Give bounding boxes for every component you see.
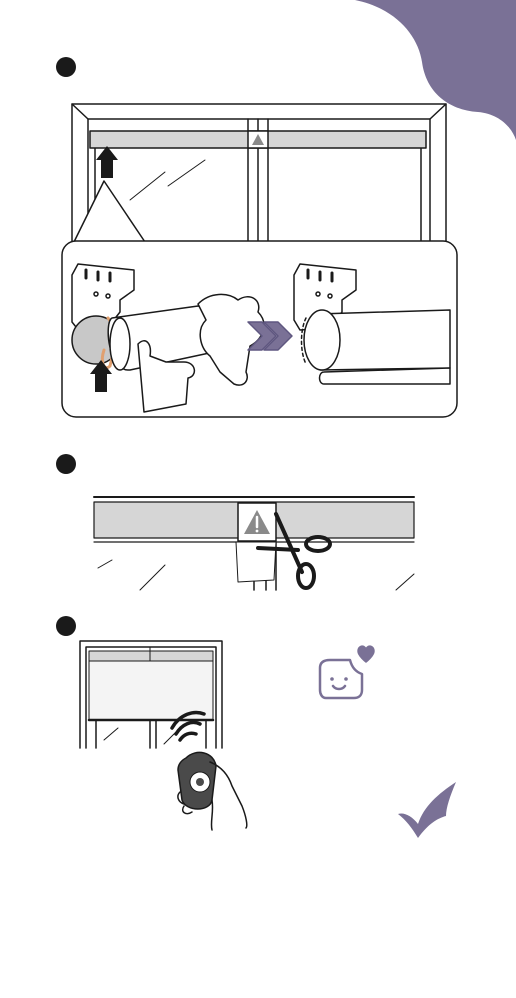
checkmark-icon — [0, 0, 516, 998]
